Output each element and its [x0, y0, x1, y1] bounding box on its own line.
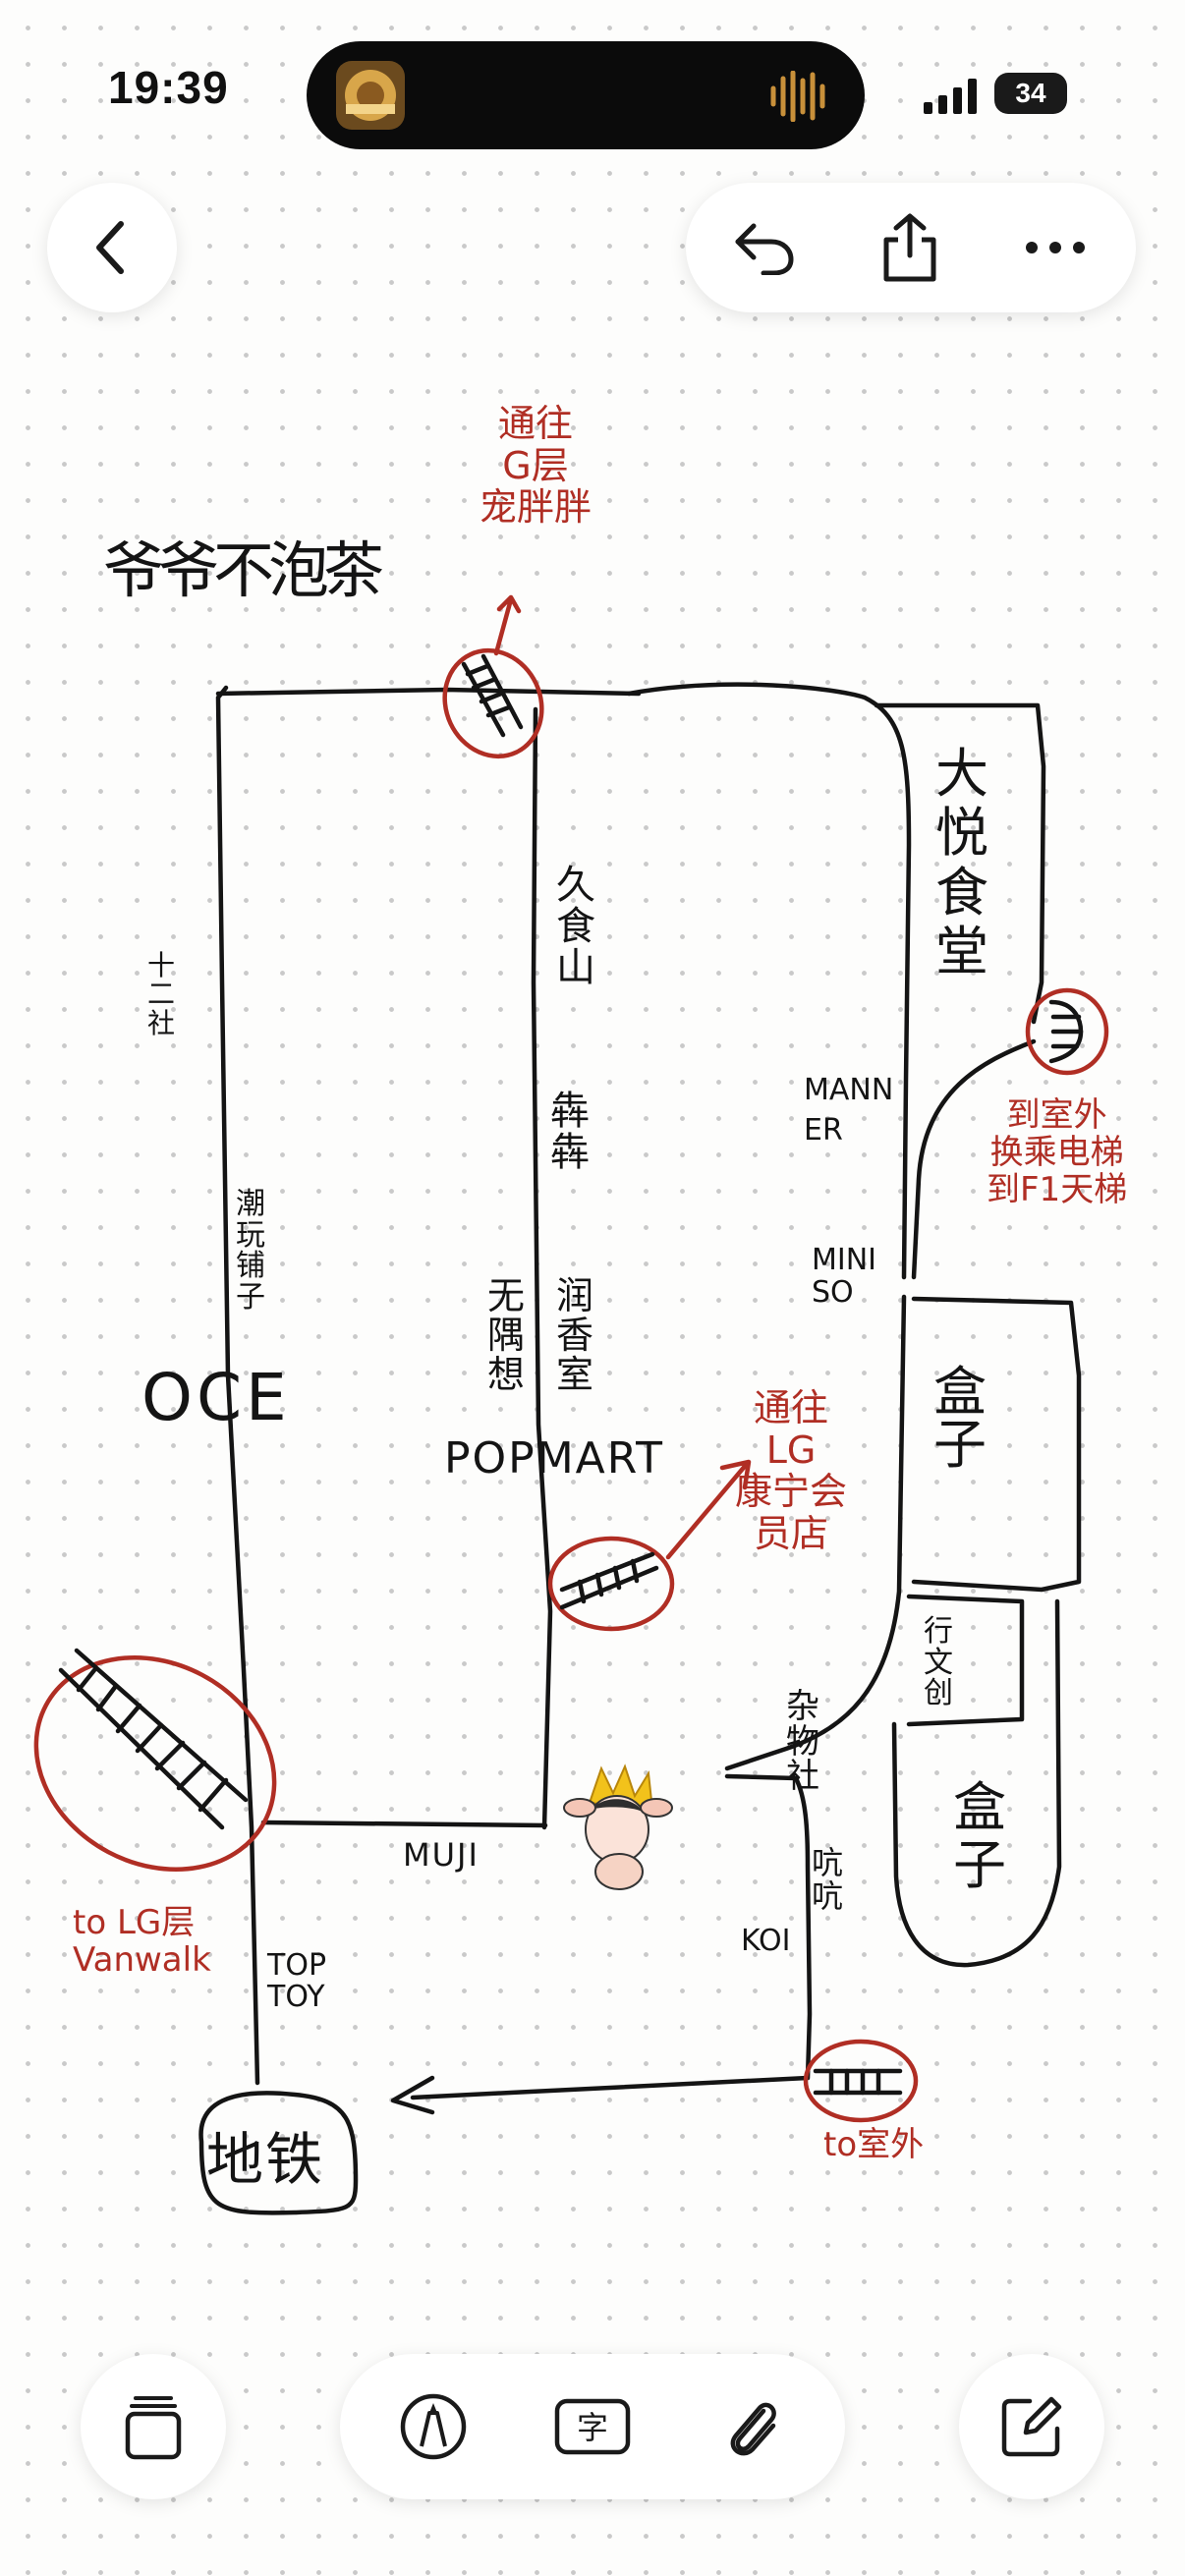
status-bar: 19:39 — [0, 0, 1185, 177]
stair-circle-bottom — [803, 2039, 919, 2123]
more-options-button[interactable] — [996, 183, 1114, 312]
note-to-outside: to室外 — [823, 2125, 925, 2164]
stack-icon — [81, 2354, 226, 2499]
center-corridor-wall — [531, 706, 553, 1830]
stair-circle-left — [33, 1655, 277, 1872]
store-wuli: 无 隅 想 — [487, 1274, 526, 1396]
hezi-box-lower — [891, 1598, 1062, 1968]
store-manner: MANN ER — [804, 1073, 894, 1148]
stairs-icon-right — [1048, 999, 1084, 1064]
note-outdoor-elevator: 到室外 换乘电梯 到F1天梯 — [987, 1095, 1128, 1210]
store-rundu: 润 香 室 — [556, 1274, 594, 1396]
dayue-curve — [911, 1038, 1037, 1280]
stair-circle-top — [442, 647, 544, 759]
sketch-title: 爷爷不泡茶 — [103, 534, 384, 606]
store-koi: KOI — [741, 1924, 791, 1958]
undo-icon — [735, 223, 794, 275]
store-hezi-lower: 盒 子 — [953, 1776, 1006, 1897]
pen-circle-icon — [400, 2393, 467, 2460]
chevron-left-icon — [47, 183, 177, 312]
store-mama: 吭 吭 — [812, 1844, 844, 1915]
audio-waveform-icon — [768, 70, 831, 123]
text-box-icon: 字 — [554, 2398, 631, 2455]
battery-indicator: 34 — [994, 73, 1067, 114]
store-dayue-shitang: 大 悦 食 堂 — [935, 743, 988, 983]
store-occ: OCE — [141, 1360, 291, 1435]
store-muji: MUJI — [403, 1836, 480, 1874]
note-to-g-floor: 通往 G层 宠胖胖 — [480, 402, 592, 530]
share-button[interactable] — [851, 183, 969, 312]
store-chaowan: 潮 玩 铺 子 — [236, 1187, 265, 1315]
mall-left-wall — [215, 685, 260, 2086]
note-to-lg: 通往 LG 康宁会 员店 — [735, 1386, 848, 1555]
back-button[interactable] — [47, 183, 177, 312]
mall-top-wall — [215, 687, 642, 697]
ellipsis-icon — [1026, 242, 1085, 253]
attachment-button[interactable] — [688, 2354, 816, 2499]
store-jiushi: 久 食 山 — [556, 863, 595, 990]
notes-list-button[interactable] — [81, 2354, 226, 2499]
stairs-icon-top — [461, 653, 524, 738]
stair-circle-right — [1025, 987, 1109, 1076]
share-icon — [883, 213, 936, 282]
store-miniso: MINI SO — [812, 1243, 877, 1310]
status-time: 19:39 — [108, 62, 229, 113]
character-sticker — [563, 1764, 673, 1890]
xingwen-box — [906, 1594, 1025, 1727]
compose-icon — [959, 2354, 1104, 2499]
mall-right-wall-upper — [626, 682, 912, 1280]
mall-right-wall-lower — [724, 1294, 907, 1771]
paperclip-icon — [730, 2402, 776, 2456]
store-ben: 犇 犇 — [550, 1089, 590, 1175]
dynamic-island[interactable] — [307, 41, 865, 149]
store-xingwen: 行 文 创 — [924, 1614, 953, 1710]
undo-button[interactable] — [705, 183, 823, 312]
stairs-icon-popmart — [559, 1551, 659, 1610]
stair-circle-popmart — [547, 1536, 675, 1632]
new-note-button[interactable] — [959, 2354, 1104, 2499]
dayue-box — [874, 702, 1046, 1025]
hezi-box-upper — [911, 1296, 1082, 1593]
now-playing-artwork — [336, 61, 405, 130]
pen-tool-button[interactable] — [369, 2354, 497, 2499]
cellular-signal-icon — [924, 79, 981, 118]
metro-bubble — [198, 2091, 359, 2215]
svg-text:字: 字 — [577, 2409, 608, 2446]
koi-corridor-wall — [410, 1773, 813, 2100]
stairs-icon-left — [58, 1648, 249, 1830]
metro-label: 地铁 — [206, 2126, 325, 2193]
store-popmart: POPMART — [444, 1433, 665, 1484]
store-toptoy: TOP TOY — [267, 1948, 327, 2014]
note-to-lg-vanwalk: to LG层 Vanwalk — [73, 1903, 211, 1981]
arrow-to-lg — [665, 1459, 752, 1560]
store-zawushe: 杂 物 社 — [786, 1687, 819, 1797]
text-tool-button[interactable]: 字 — [529, 2354, 656, 2499]
note-actions-bar — [686, 183, 1136, 312]
store-hezi-upper: 盒 子 — [933, 1361, 987, 1476]
arrow-to-g-floor — [493, 594, 522, 656]
muji-top-wall — [260, 1820, 548, 1828]
stairs-icon-bottom — [813, 2068, 903, 2096]
store-shiling: 十 二 社 — [147, 949, 176, 1039]
tools-bar: 字 — [340, 2354, 845, 2499]
arrow-left — [390, 2075, 435, 2115]
